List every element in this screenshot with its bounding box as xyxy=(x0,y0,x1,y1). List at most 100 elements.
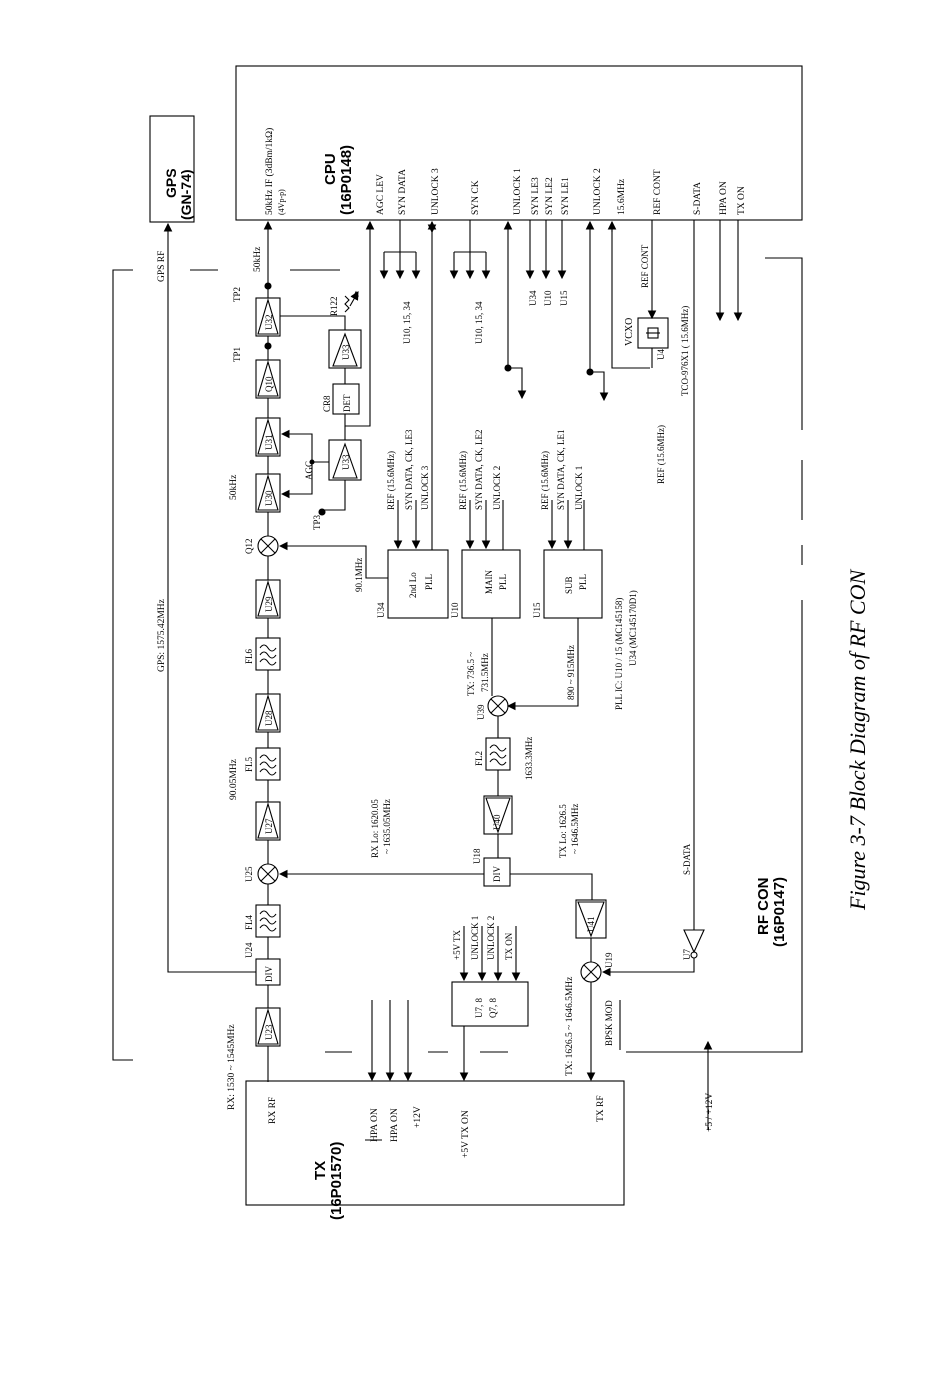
tp2-dot xyxy=(264,282,272,290)
cpu-port-if: 50kHz IF (3dBm/1kΩ) xyxy=(264,128,275,215)
pll-sub: SUB PLL U15 REF (15.6MHz) SYN DATA, CK, … xyxy=(506,429,603,711)
tx-port-12v: +12V xyxy=(413,1106,423,1128)
freq-90-05mhz: 90.05MHz xyxy=(229,759,239,800)
cpu-port-agc-lev: AGC LEV xyxy=(376,174,386,215)
tx-title: TX xyxy=(312,1161,329,1180)
tx-lo-1: TX Lo: 1626.5 xyxy=(558,804,568,858)
cpu-port-15-6mhz: 15.6MHz xyxy=(617,179,627,215)
sub-in-ref: REF (15.6MHz) xyxy=(540,451,550,510)
cpu-title: CPU xyxy=(322,153,339,185)
u27-label: U27 xyxy=(264,818,274,834)
u31-label: U31 xyxy=(264,435,274,451)
tx-inputs xyxy=(367,1000,413,1082)
u24-ref: U24 xyxy=(244,942,254,958)
pllsub-line2: PLL xyxy=(578,574,588,590)
freq-890: 890 ~ 915MHz xyxy=(566,645,576,700)
fl5-label: FL5 xyxy=(244,756,254,772)
pllmain-line1: MAIN xyxy=(484,570,494,594)
main-in-ref: REF (15.6MHz) xyxy=(458,451,468,510)
le-u10: U10 xyxy=(543,290,553,306)
rf-con-code: (16P0147) xyxy=(771,877,788,947)
tp3-label: TP3 xyxy=(312,514,322,530)
div2-label: DIV xyxy=(492,866,502,882)
cpu-port-s-data: S-DATA xyxy=(693,182,703,215)
fl4-label: FL4 xyxy=(244,914,254,930)
cpu-bus: U10, 15, 34 U10, 15, 34 U34 U10 U15 REF … xyxy=(379,220,743,930)
u32-label: U32 xyxy=(264,315,274,331)
vcxo: VCXO U4 TCO-976X1 ( 15.6MHz) REF (15.6MH… xyxy=(624,306,690,484)
rf-con-border: RF CON (16P0147) xyxy=(112,257,803,1061)
pll-ic-line2: U34 (MC145170D1) xyxy=(628,590,638,666)
u10-label: U10 xyxy=(450,602,460,618)
u15-label: U15 xyxy=(532,602,542,618)
pll2-in-syn: SYN DATA, CK, LE3 xyxy=(404,429,414,510)
pll2-in-unlock: UNLOCK 3 xyxy=(420,465,430,510)
cpu-port-syn-le3: SYN LE3 xyxy=(531,177,541,215)
rf-con-title: RF CON xyxy=(755,878,772,936)
le-u15: U15 xyxy=(559,290,569,306)
supply-label: +5 / +12V xyxy=(705,1093,715,1132)
pllsub-line1: SUB xyxy=(564,576,574,594)
tp3-dot xyxy=(318,508,326,516)
rx-chain: U23 DIV U24 FL4 U25 U27 FL5 U28 F xyxy=(227,220,281,1110)
u41-label: U41 xyxy=(586,917,596,933)
u78-in-5vtx: +5V TX xyxy=(452,930,462,960)
cpu-port-syn-le1: SYN LE1 xyxy=(561,177,571,215)
freq-50khz-mid: 50kHz xyxy=(229,475,239,500)
tx-out-label: TX: 1626.5 ~ 1646.5MHz xyxy=(565,977,575,1076)
gps-rf-label: GPS RF xyxy=(157,251,167,282)
gps-unit: GPS (GN-74) xyxy=(149,115,195,223)
u23-label: U23 xyxy=(264,1024,274,1040)
supply: +5 / +12V xyxy=(703,1040,715,1132)
u40-label: U40 xyxy=(492,814,502,830)
cpu-unit: CPU (16P0148) 50kHz IF (3dBm/1kΩ) (4Vp-p… xyxy=(235,65,803,221)
u33a-label: U33 xyxy=(341,344,351,360)
tp1-label: TP1 xyxy=(232,347,242,362)
tp2-label: TP2 xyxy=(232,287,242,302)
gps-title: GPS xyxy=(163,168,179,198)
pll-main: MAIN PLL U10 REF (15.6MHz) SYN DATA, CK,… xyxy=(450,429,521,696)
cr8-label: CR8 xyxy=(322,395,332,412)
q10-label: Q10 xyxy=(264,376,274,392)
ref-15-6-label: REF (15.6MHz) xyxy=(656,425,666,484)
gps-freq-label: GPS: 1575.42MHz xyxy=(157,599,167,672)
q12-label: Q12 xyxy=(244,539,254,555)
pll-ic-note: PLL IC: U10 / 15 (MC145158) U34 (MC14517… xyxy=(614,590,638,710)
cpu-port-ref-cont: REF CONT xyxy=(653,169,663,215)
gps-path: GPS RF GPS: 1575.42MHz xyxy=(157,222,256,973)
freq-rx: RX: 1530 ~ 1545MHz xyxy=(227,1024,237,1110)
rx-lo-1: RX Lo: 1620.05 xyxy=(370,799,380,858)
u7-label: U7 xyxy=(682,949,692,960)
tx-unit: TX (16P01570) RX RF HPA ON HPA ON +12V +… xyxy=(245,1080,625,1220)
tx-port-hpa-on-1: HPA ON xyxy=(370,1108,380,1142)
main-in-syn: SYN DATA, CK, LE2 xyxy=(474,429,484,510)
tx-port-hpa-on-2: HPA ON xyxy=(390,1108,400,1142)
pll2-in-ref: REF (15.6MHz) xyxy=(386,451,396,510)
cpu-code: (16P0148) xyxy=(338,145,355,215)
cpu-port-syn-ck: SYN CK xyxy=(471,180,481,215)
s-data-label: S-DATA xyxy=(682,843,692,875)
bus-u10-15-34-a: U10, 15, 34 xyxy=(402,301,412,344)
sub-in-unlock: UNLOCK 1 xyxy=(574,466,584,510)
tx-lo-chain: U39 FL2 1633.3MHz U40 DIV U18 RX Lo: 162… xyxy=(278,695,705,1082)
u4-label: U4 xyxy=(656,349,666,360)
u34-label: U34 xyxy=(376,602,386,618)
ref-cont-2: REF CONT xyxy=(640,244,650,288)
pll2-line1: 2nd Lo xyxy=(408,572,418,598)
vcxo-label: VCXO xyxy=(624,318,635,346)
freq-1633: 1633.3MHz xyxy=(524,737,534,780)
det-label: DET xyxy=(342,394,352,412)
u24-div-label: DIV xyxy=(264,966,274,982)
cpu-port-syn-le2: SYN LE2 xyxy=(545,177,555,215)
u78-line2: Q7, 8 xyxy=(488,998,498,1018)
agc-cluster: U33 DET CR8 R122 U33 AGC TP3 xyxy=(280,220,375,530)
u78-line1: U7, 8 xyxy=(474,998,484,1018)
u25-label: U25 xyxy=(244,866,254,882)
freq-90-1mhz: 90.1MHz xyxy=(354,558,364,592)
tx-port-5v-tx-on: +5V TX ON xyxy=(461,1110,471,1158)
sub-in-syn: SYN DATA, CK, LE1 xyxy=(556,429,566,510)
u39-label: U39 xyxy=(476,704,486,720)
tx-main-2: 731.5MHz xyxy=(480,653,490,692)
